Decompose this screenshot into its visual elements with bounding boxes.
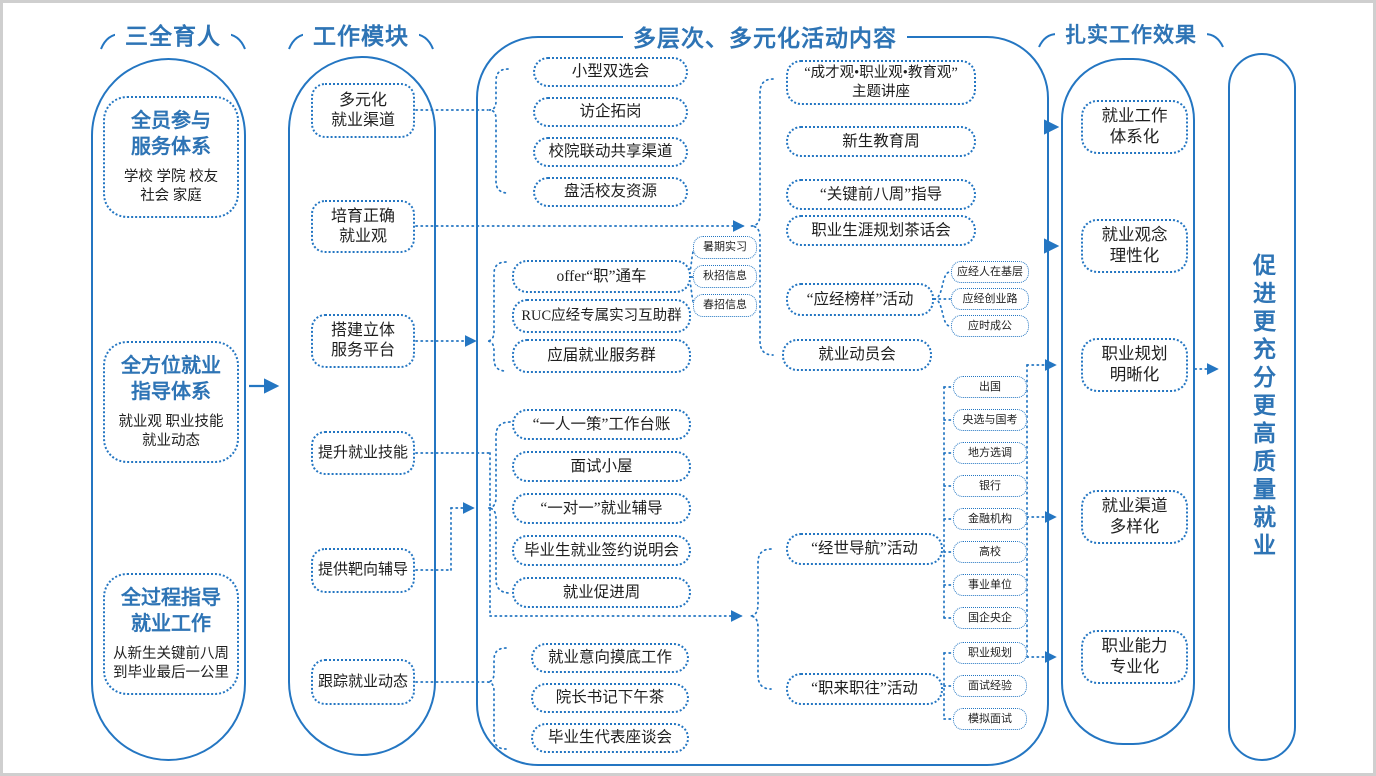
box-all-round-guidance-system: 全方位就业 指导体系 就业观 职业技能 就业动态	[103, 341, 239, 463]
sub-mock-interview: 模拟面试	[953, 708, 1027, 730]
activity-alumni-resources: 盘活校友资源	[533, 177, 688, 207]
sub-interview-experience: 面试经验	[953, 675, 1027, 697]
sub-financial-institution: 金融机构	[953, 508, 1027, 530]
activity-employment-week: 就业促进周	[512, 577, 691, 608]
sub-civil-service-success: 应时成公	[951, 315, 1029, 337]
sub-autumn-recruit-info: 秋招信息	[693, 265, 757, 288]
module-improve-skills: 提升就业技能	[311, 431, 415, 475]
box-whole-process-guidance: 全过程指导 就业工作 从新生关键前八周 到毕业最后一公里	[103, 573, 239, 695]
column-modules-outline	[288, 56, 436, 756]
activity-one-person-one-plan: “一人一策”工作台账	[512, 409, 691, 440]
box-subtitle: 学校 学院 校友 社会 家庭	[123, 169, 219, 204]
activity-intention-survey: 就业意向摸底工作	[531, 643, 689, 673]
sub-entrepreneurship: 应经创业路	[951, 288, 1029, 310]
sub-career-planning: 职业规划	[953, 642, 1027, 664]
module-track-trends: 跟踪就业动态	[311, 659, 415, 705]
module-service-platform: 搭建立体 服务平台	[311, 314, 415, 368]
activity-jingshi-navigation: “经世导航”活动	[786, 533, 943, 565]
effect-clear-career-planning: 职业规划 明晰化	[1081, 338, 1188, 392]
sub-summer-internship: 暑期实习	[693, 236, 757, 259]
column-sanquan-outline	[91, 58, 246, 761]
activity-shared-channels: 校院联动共享渠道	[533, 137, 688, 167]
effect-systematic-work: 就业工作 体系化	[1081, 100, 1188, 154]
sub-university: 高校	[953, 541, 1027, 563]
box-title: 全方位就业 指导体系	[121, 355, 221, 404]
sub-state-owned-enterprise: 国企央企	[953, 607, 1027, 629]
activity-freshman-education-week: 新生教育周	[786, 126, 976, 157]
box-subtitle: 就业观 职业技能 就业动态	[118, 414, 224, 449]
sub-central-selection-exam: 央选与国考	[953, 409, 1027, 431]
module-diverse-channels: 多元化 就业渠道	[311, 83, 415, 138]
box-title: 全过程指导 就业工作	[121, 587, 221, 636]
activity-theme-lecture: “成才观•职业观•教育观” 主题讲座	[786, 60, 976, 105]
sub-public-institution: 事业单位	[953, 574, 1027, 596]
activity-offer-express: offer“职”通车	[512, 260, 691, 293]
sub-local-selection: 地方选调	[953, 442, 1027, 464]
module-correct-outlook: 培育正确 就业观	[311, 200, 415, 253]
box-title: 全员参与 服务体系	[131, 110, 211, 159]
activity-company-visits: 访企拓岗	[533, 97, 688, 127]
activity-one-on-one-coaching: “一对一”就业辅导	[512, 493, 691, 524]
box-all-staff-service-system: 全员参与 服务体系 学校 学院 校友 社会 家庭	[103, 96, 239, 218]
header-modules: 工作模块	[303, 17, 419, 51]
sub-go-abroad: 出国	[953, 376, 1027, 398]
effect-rational-outlook: 就业观念 理性化	[1081, 219, 1188, 273]
activity-role-model: “应经榜样”活动	[786, 283, 934, 316]
box-subtitle: 从新生关键前八周 到毕业最后一公里	[113, 646, 229, 681]
activity-graduate-service-group: 应届就业服务群	[512, 339, 691, 373]
header-sanquan: 三全育人	[115, 17, 231, 51]
activity-interview-hut: 面试小屋	[512, 451, 691, 482]
effect-professional-ability: 职业能力 专业化	[1081, 630, 1188, 684]
goal-text: 促进更充分更高质量就业	[1249, 253, 1275, 561]
header-effects: 扎实工作效果	[1055, 19, 1207, 49]
column-goal-outline: 促进更充分更高质量就业	[1228, 53, 1296, 761]
activity-first-eight-weeks: “关键前八周”指导	[786, 179, 976, 210]
column-effects-outline	[1061, 58, 1195, 745]
sub-spring-recruit-info: 春招信息	[693, 294, 757, 317]
activity-dean-afternoon-tea: 院长书记下午茶	[531, 683, 689, 713]
activity-small-job-fair: 小型双选会	[533, 57, 688, 87]
sub-grassroots: 应经人在基层	[951, 261, 1029, 283]
sub-bank: 银行	[953, 475, 1027, 497]
activity-career-tea-party: 职业生涯规划茶话会	[786, 215, 976, 246]
effect-diverse-channels: 就业渠道 多样化	[1081, 490, 1188, 544]
activity-mobilization-meeting: 就业动员会	[782, 339, 932, 371]
activity-ruc-internship-group: RUC应经专属实习互助群	[512, 299, 691, 333]
activity-graduate-symposium: 毕业生代表座谈会	[531, 723, 689, 753]
module-targeted-coaching: 提供靶向辅导	[311, 548, 415, 593]
header-activities: 多层次、多元化活动内容	[623, 19, 907, 53]
activity-career-show: “职来职往”活动	[786, 673, 943, 705]
activity-contract-briefing: 毕业生就业签约说明会	[512, 535, 691, 566]
